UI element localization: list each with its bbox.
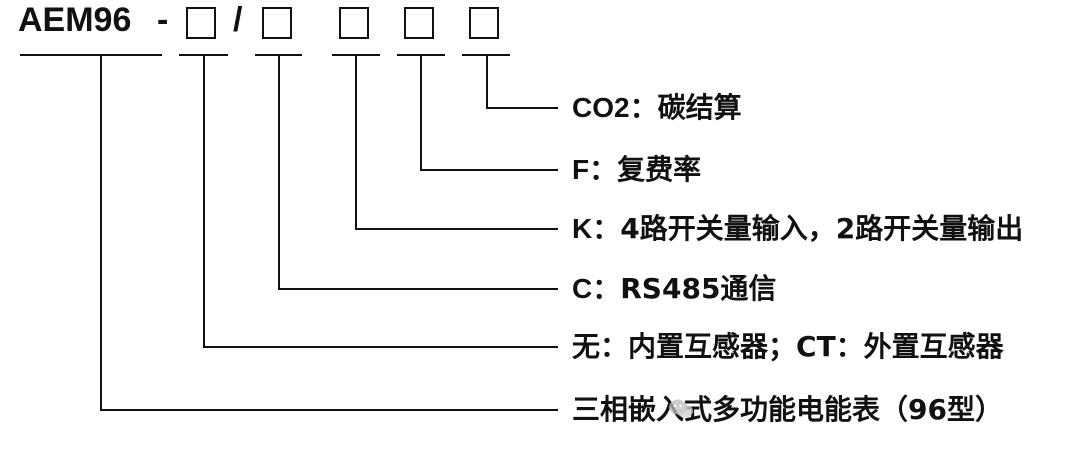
label-desc: 三相嵌入式多功能电能表（96型） xyxy=(572,393,1003,426)
option-box-5 xyxy=(469,7,499,39)
option-box-2 xyxy=(262,7,292,39)
connector-k xyxy=(355,55,558,230)
label-desc: 内置互感器；CT：外置互感器 xyxy=(628,330,1004,363)
label-k: K：4路开关量输入，2路开关量输出 xyxy=(572,212,1023,246)
label-c: C：RS485通信 xyxy=(572,272,776,306)
label-sep: ： xyxy=(592,272,621,305)
connector-co2 xyxy=(486,55,558,109)
label-code: 无 xyxy=(572,330,601,363)
label-sep: ： xyxy=(629,91,658,124)
model-slash: / xyxy=(233,1,243,39)
label-sep: ： xyxy=(589,153,618,186)
connector-c xyxy=(278,55,558,290)
model-dash: - xyxy=(157,1,169,39)
label-ct: 无：内置互感器；CT：外置互感器 xyxy=(572,330,1004,364)
connector-base xyxy=(100,55,558,411)
label-product-name: 三相嵌入式多功能电能表（96型） xyxy=(572,393,1003,427)
option-box-4 xyxy=(404,7,434,39)
connector-ct xyxy=(203,55,558,348)
connector-f xyxy=(420,55,558,171)
label-co2: CO2：碳结算 xyxy=(572,91,742,125)
label-f: F：复费率 xyxy=(572,153,701,187)
wechat-icon xyxy=(668,398,694,420)
label-desc: RS485通信 xyxy=(620,272,777,305)
label-code: CO2 xyxy=(572,92,630,123)
label-sep: ： xyxy=(600,330,629,363)
label-code: K xyxy=(572,213,593,244)
label-sep: ： xyxy=(592,212,621,245)
option-box-3 xyxy=(339,7,369,39)
model-prefix: AEM96 xyxy=(18,1,132,39)
label-desc: 碳结算 xyxy=(657,91,742,124)
option-box-1 xyxy=(186,7,216,39)
label-desc: 复费率 xyxy=(617,153,702,186)
label-desc: 4路开关量输入，2路开关量输出 xyxy=(620,212,1024,245)
label-code: F xyxy=(572,154,590,185)
label-code: C xyxy=(572,273,593,304)
